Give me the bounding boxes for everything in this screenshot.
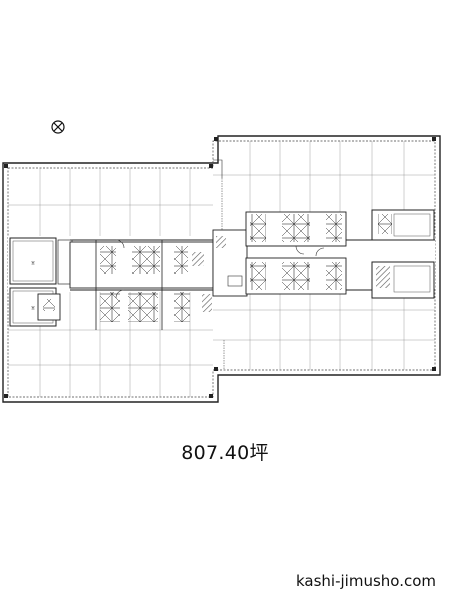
left-room-upper: 室 xyxy=(9,237,57,285)
column-markers xyxy=(4,137,436,398)
right-room-lower xyxy=(371,261,435,299)
compass-icon xyxy=(51,120,65,134)
svg-text:室: 室 xyxy=(31,260,35,265)
floor-area-label: 807.40坪 xyxy=(181,442,269,464)
central-lobby xyxy=(212,159,248,370)
right-room-upper xyxy=(371,209,435,241)
svg-text:室: 室 xyxy=(31,305,35,310)
left-core xyxy=(69,239,214,330)
site-watermark: kashi-jimusho.com xyxy=(295,572,436,590)
left-stair-block xyxy=(37,239,73,321)
right-core xyxy=(245,211,347,295)
